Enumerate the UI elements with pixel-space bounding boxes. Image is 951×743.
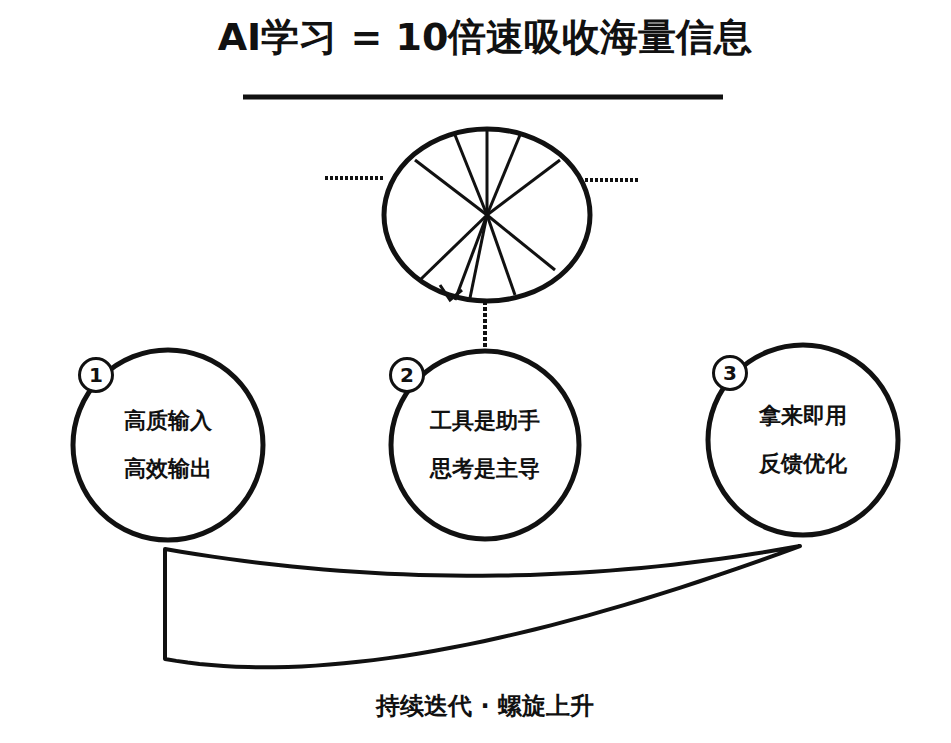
circle-text: 工具是助手 <box>428 409 542 433</box>
callout-number: 1 <box>89 363 103 387</box>
side-dash <box>580 178 640 182</box>
circle-text: 高质输入 <box>122 409 214 433</box>
circle-text: 思考是主导 <box>428 457 542 481</box>
circle-ring <box>73 350 263 540</box>
radiating-lines <box>415 129 560 300</box>
number-badge: 2 <box>389 357 425 393</box>
diagram-title: AI学习 = 10倍速吸收海量信息 <box>218 12 753 63</box>
brain-oval <box>384 129 590 301</box>
ray <box>455 215 487 300</box>
title-rule <box>243 95 723 100</box>
ray <box>487 160 560 215</box>
callout-number: 3 <box>723 361 737 385</box>
ray <box>415 160 487 215</box>
circle-text: 反馈优化 <box>757 452 849 476</box>
circle-ring <box>708 345 898 535</box>
sweep-band <box>165 546 800 667</box>
circle-text: 拿来即用 <box>757 404 849 428</box>
oval-tail <box>440 285 462 300</box>
number-badge: 3 <box>712 355 748 391</box>
ray <box>487 215 515 295</box>
stem-line <box>483 301 487 348</box>
number-badge: 1 <box>78 357 114 393</box>
diagram-caption: 持续迭代 · 螺旋上升 <box>376 690 594 722</box>
callout-number: 2 <box>400 363 414 387</box>
side-dash <box>325 176 385 180</box>
circle-text: 高效输出 <box>122 457 214 481</box>
ray <box>486 129 489 215</box>
